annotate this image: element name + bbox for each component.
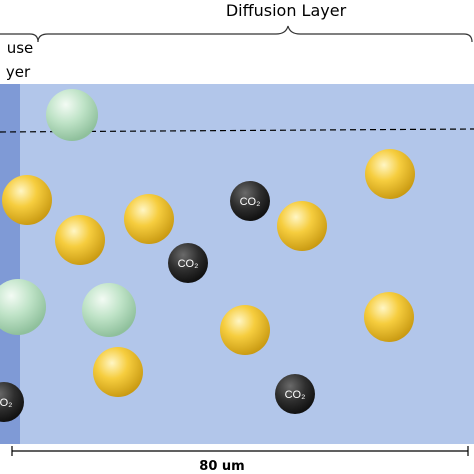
co2-particles: CO₂ CO₂ CO₂ O₂ [0,181,315,422]
yellow-particle [220,305,270,355]
yellow-particle [93,347,143,397]
yellow-particle [365,149,415,199]
co2-label-partial: O₂ [0,397,12,409]
yellow-particle [2,175,52,225]
co2-particle: CO₂ [230,181,270,221]
co2-particle: CO₂ [168,243,208,283]
yellow-particle [124,194,174,244]
co2-label: CO₂ [285,389,306,401]
green-particle [0,279,46,335]
yellow-particle [277,201,327,251]
green-particles [0,89,136,337]
diffuse-layer-brace [0,33,39,43]
diffusion-layer-label: Diffusion Layer [226,1,347,20]
diffusion-layer-brace [37,25,473,43]
yellow-particle [55,215,105,265]
green-particle [46,89,98,141]
diffuse-layer-label-bottom: yer [6,63,31,81]
co2-label: CO₂ [240,196,261,208]
green-particle [82,283,136,337]
diffuse-layer-label-top: use [7,39,34,57]
electrode-strip [0,84,20,444]
yellow-particle [364,292,414,342]
scale-label: 80 um [199,459,244,474]
boundary-dashed-line [0,128,474,133]
co2-particle-partial: O₂ [0,382,24,422]
co2-particle: CO₂ [275,374,315,414]
yellow-particles [2,149,415,397]
co2-label: CO₂ [178,258,199,270]
